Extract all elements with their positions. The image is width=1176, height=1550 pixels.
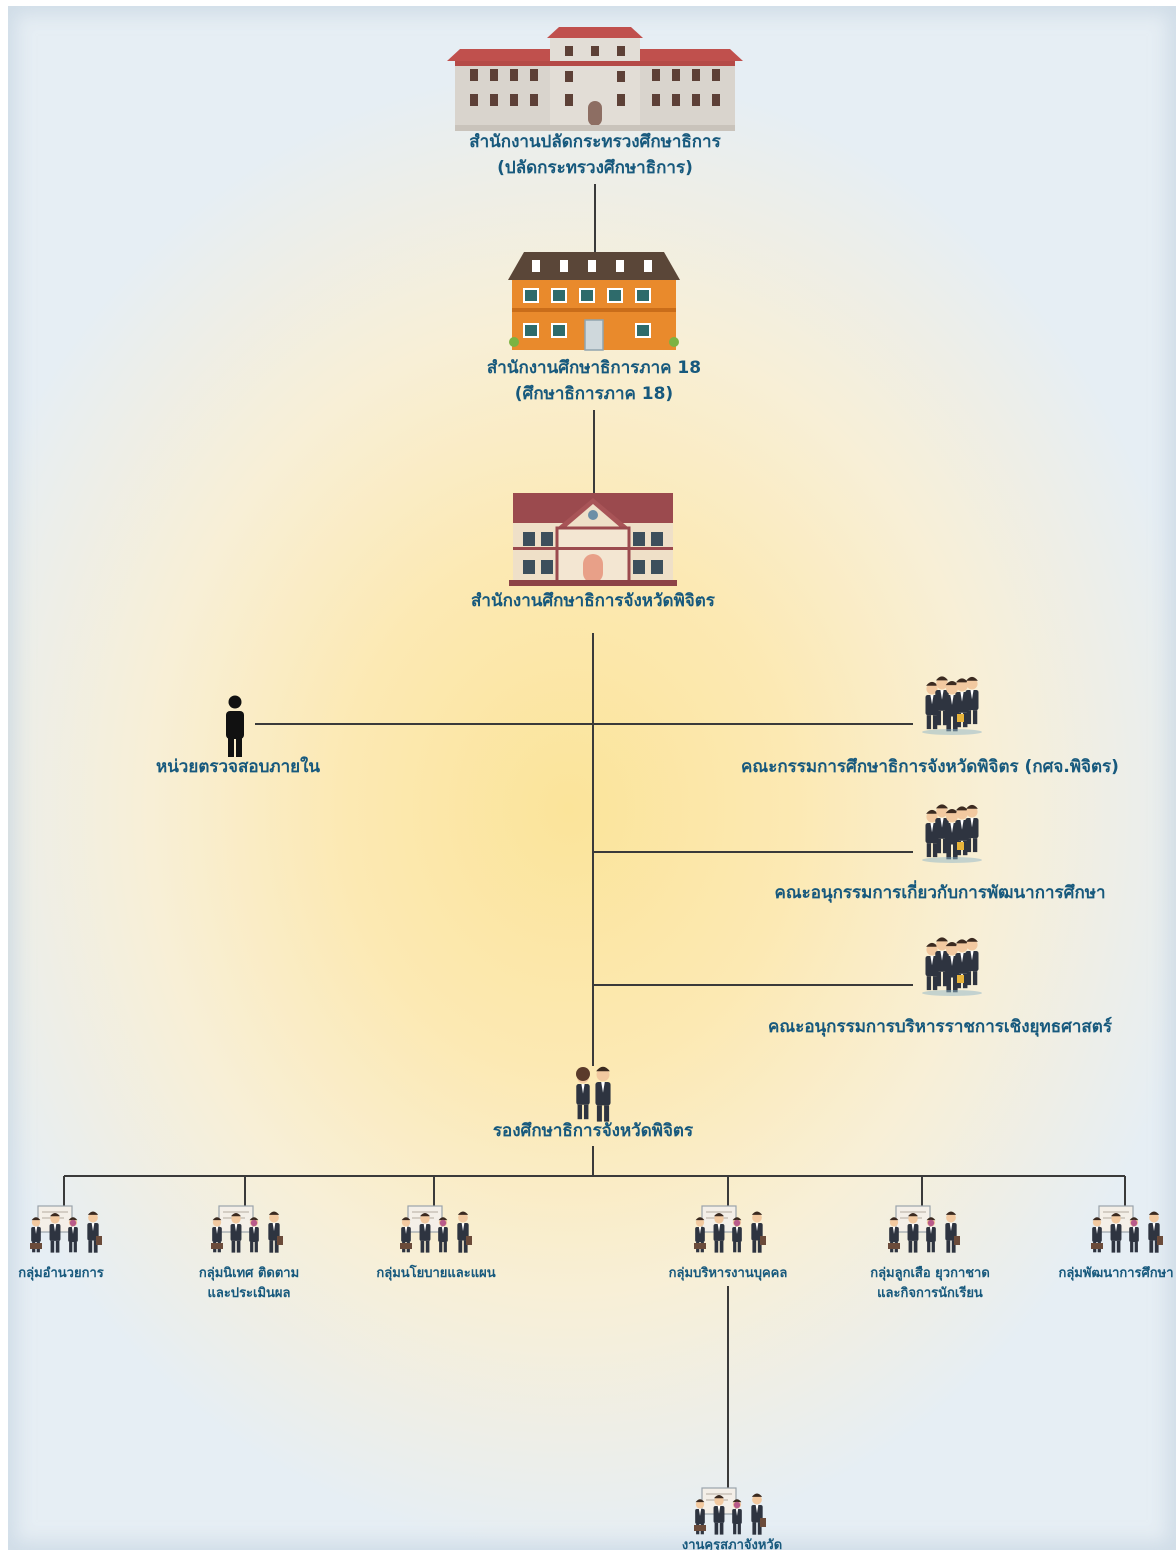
subcommittee-strategy-label: คณะอนุกรรมการบริหารราชการเชิงยุทธศาสตร์ <box>768 1017 1112 1037</box>
org-chart <box>8 27 1176 1550</box>
region-office-building-icon <box>508 252 680 351</box>
meeting-group-icon <box>211 1206 283 1253</box>
province-office-building-icon <box>509 493 677 586</box>
meeting-group-icon <box>694 1488 766 1535</box>
group-label-line2: และกิจการนักเรียน <box>877 1286 983 1301</box>
deputy-label: รองศึกษาธิการจังหวัดพิจิตร <box>492 1121 694 1141</box>
sub-unit-label: งานคุรุสภาจังหวัด <box>681 1538 783 1550</box>
group-label-line1: กลุ่มนิเทศ ติดตาม <box>198 1266 300 1281</box>
meeting-group-icon <box>1091 1206 1163 1253</box>
meeting-group-icon <box>888 1206 960 1253</box>
group-label-line1: กลุ่มบริหารงานบุคคล <box>668 1266 788 1281</box>
team-icon <box>922 676 982 735</box>
person-icon <box>226 695 244 757</box>
team-icon <box>922 937 982 996</box>
group-label-line1: กลุ่มอำนวยการ <box>18 1266 104 1281</box>
deputy-pair-icon <box>576 1066 611 1122</box>
meeting-group-icon <box>400 1206 472 1253</box>
group-label-1: กลุ่มนิเทศ ติดตาม และประเมินผล <box>199 1264 299 1304</box>
group-label-3: กลุ่มบริหารงานบุคคล <box>669 1264 788 1284</box>
org-chart-frame: สำนักงานปลัดกระทรวงศึกษาธิการ (ปลัดกระทร… <box>8 6 1176 1550</box>
subcommittee-dev-label: คณะอนุกรรมการเกี่ยวกับการพัฒนาการศึกษา <box>774 883 1106 903</box>
region-label-line1: สำนักงานศึกษาธิการภาค 18 <box>486 358 702 378</box>
province-label: สำนักงานศึกษาธิการจังหวัดพิจิตร <box>471 591 715 611</box>
ministry-label-line2: (ปลัดกระทรวงศึกษาธิการ) <box>497 158 693 178</box>
group-label-5: กลุ่มพัฒนาการศึกษา <box>1058 1264 1173 1284</box>
committee-label: คณะกรรมการศึกษาธิการจังหวัดพิจิตร (กศจ.พ… <box>741 757 1119 777</box>
group-label-line1: กลุ่มพัฒนาการศึกษา <box>1058 1266 1174 1281</box>
meeting-group-icon <box>30 1206 102 1253</box>
ministry-label-line1: สำนักงานปลัดกระทรวงศึกษาธิการ <box>469 132 721 152</box>
region-label-line2: (ศึกษาธิการภาค 18) <box>514 384 674 404</box>
group-label-2: กลุ่มนโยบายและแผน <box>376 1264 495 1284</box>
connector-lines <box>63 184 1126 1491</box>
region-label: สำนักงานศึกษาธิการภาค 18 (ศึกษาธิการภาค … <box>487 355 701 407</box>
group-label-line1: กลุ่มลูกเสือ ยุวกาชาด <box>870 1266 990 1281</box>
meeting-group-icon <box>694 1206 766 1253</box>
ministry-building-icon <box>447 27 743 131</box>
group-label-0: กลุ่มอำนวยการ <box>18 1264 103 1284</box>
group-label-line1: กลุ่มนโยบายและแผน <box>376 1266 496 1281</box>
group-label-line2: และประเมินผล <box>207 1286 291 1301</box>
group-label-4: กลุ่มลูกเสือ ยุวกาชาด และกิจการนักเรียน <box>870 1264 990 1304</box>
ministry-label: สำนักงานปลัดกระทรวงศึกษาธิการ (ปลัดกระทร… <box>469 129 720 181</box>
team-icon <box>922 804 982 863</box>
audit-unit-label: หน่วยตรวจสอบภายใน <box>155 757 321 777</box>
